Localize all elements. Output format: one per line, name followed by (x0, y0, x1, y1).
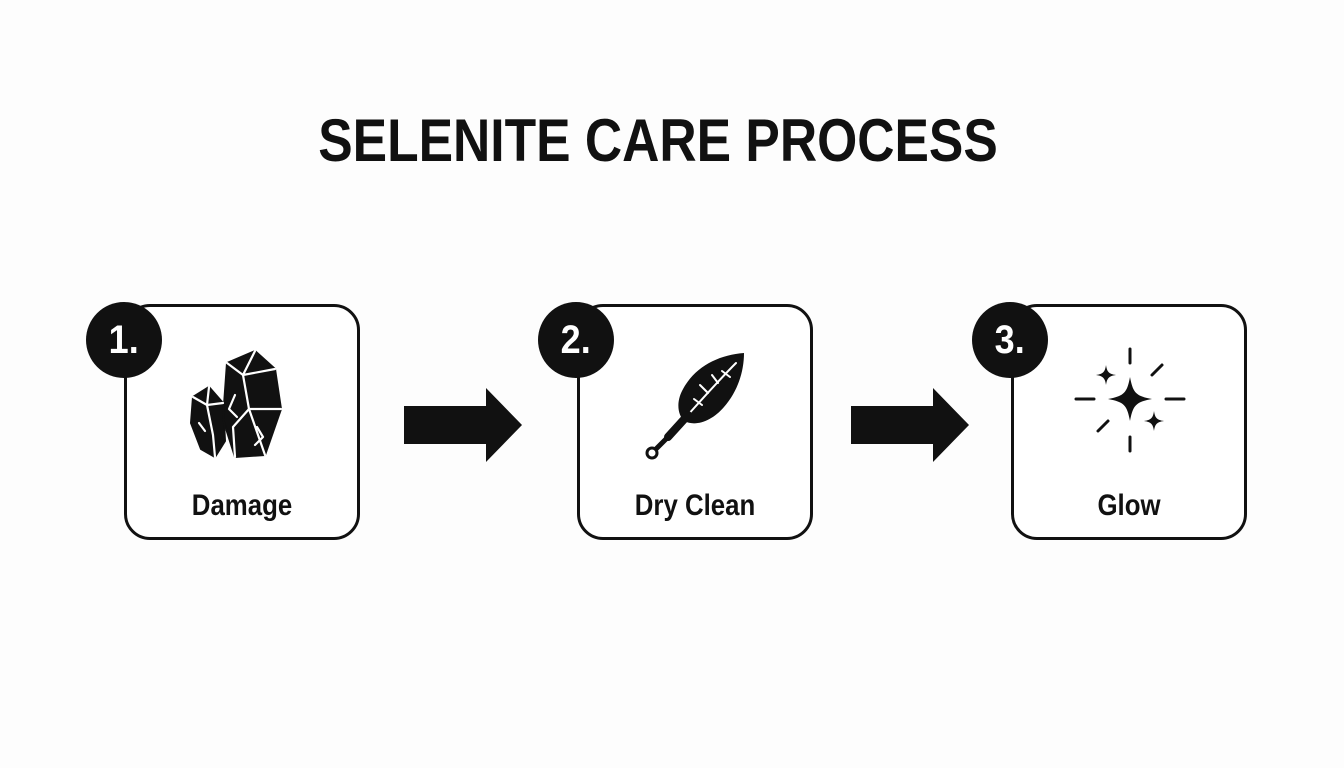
step-label: Damage (191, 489, 293, 522)
step-card-dry-clean: Dry Clean (577, 304, 813, 540)
step-label: Dry Clean (634, 489, 756, 522)
cracked-crystal-icon (190, 349, 283, 459)
page-title: SELENITE CARE PROCESS (318, 107, 998, 174)
sparkle-icon (1074, 347, 1186, 453)
step-number: 3. (994, 317, 1026, 362)
step-number-badge: 1. (86, 302, 162, 378)
step-number-badge: 2. (538, 302, 614, 378)
step-label: Glow (1097, 489, 1161, 522)
arrow-right-icon (851, 388, 969, 462)
step-number: 1. (108, 317, 140, 362)
feather-duster-icon (645, 353, 744, 460)
arrow-right-icon (404, 388, 522, 462)
step-card-glow: Glow (1011, 304, 1247, 540)
step-card-damage: Damage (124, 304, 360, 540)
step-number-badge: 3. (972, 302, 1048, 378)
step-number: 2. (560, 317, 592, 362)
